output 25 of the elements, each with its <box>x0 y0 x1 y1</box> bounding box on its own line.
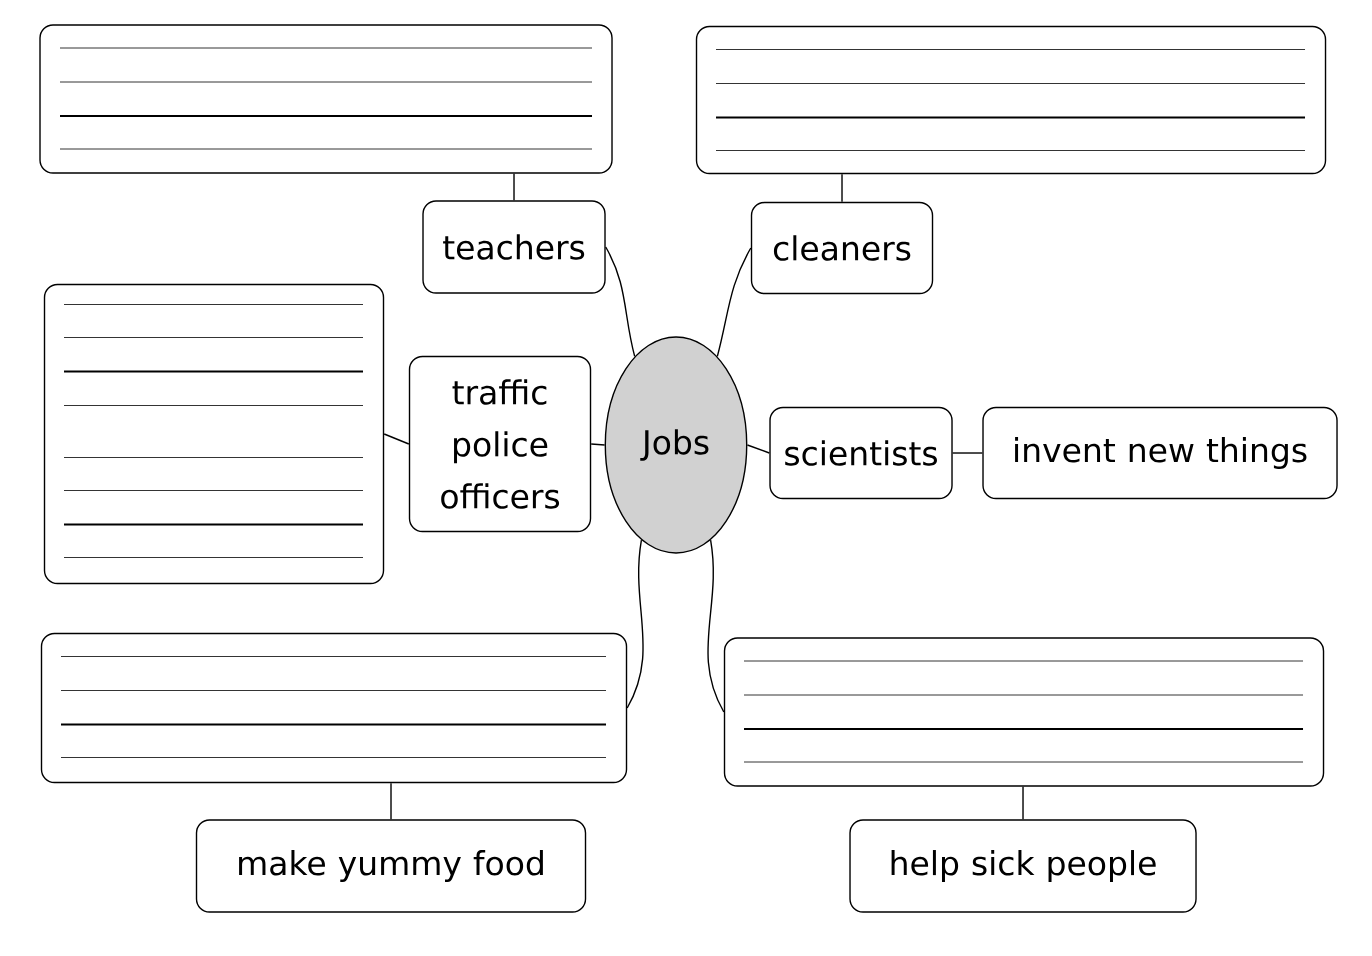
label-box: help sick people <box>849 819 1197 913</box>
connector-line <box>513 173 515 201</box>
connector-line <box>707 539 725 713</box>
writing-box <box>39 24 613 174</box>
connector-line <box>605 246 636 358</box>
writing-box <box>695 25 1327 175</box>
connector-line <box>1022 786 1024 820</box>
connector-line <box>952 452 984 454</box>
connector-line <box>383 433 410 445</box>
connector-line <box>590 443 606 446</box>
label-box: invent new things <box>982 406 1338 500</box>
connector-line <box>390 782 392 820</box>
connector-line <box>626 539 644 709</box>
writing-box <box>43 283 385 585</box>
oval-node: Jobs <box>604 336 748 554</box>
connector-line <box>841 173 843 203</box>
label-box: cleaners <box>750 201 934 295</box>
label-box: scientists <box>769 406 953 500</box>
writing-box <box>40 632 628 784</box>
label-box: make yummy food <box>195 819 587 913</box>
connector-line <box>716 247 752 358</box>
label-box: traffic police officers <box>408 355 592 533</box>
connector-line <box>746 444 770 454</box>
label-box: teachers <box>422 200 606 294</box>
writing-box <box>723 637 1325 787</box>
